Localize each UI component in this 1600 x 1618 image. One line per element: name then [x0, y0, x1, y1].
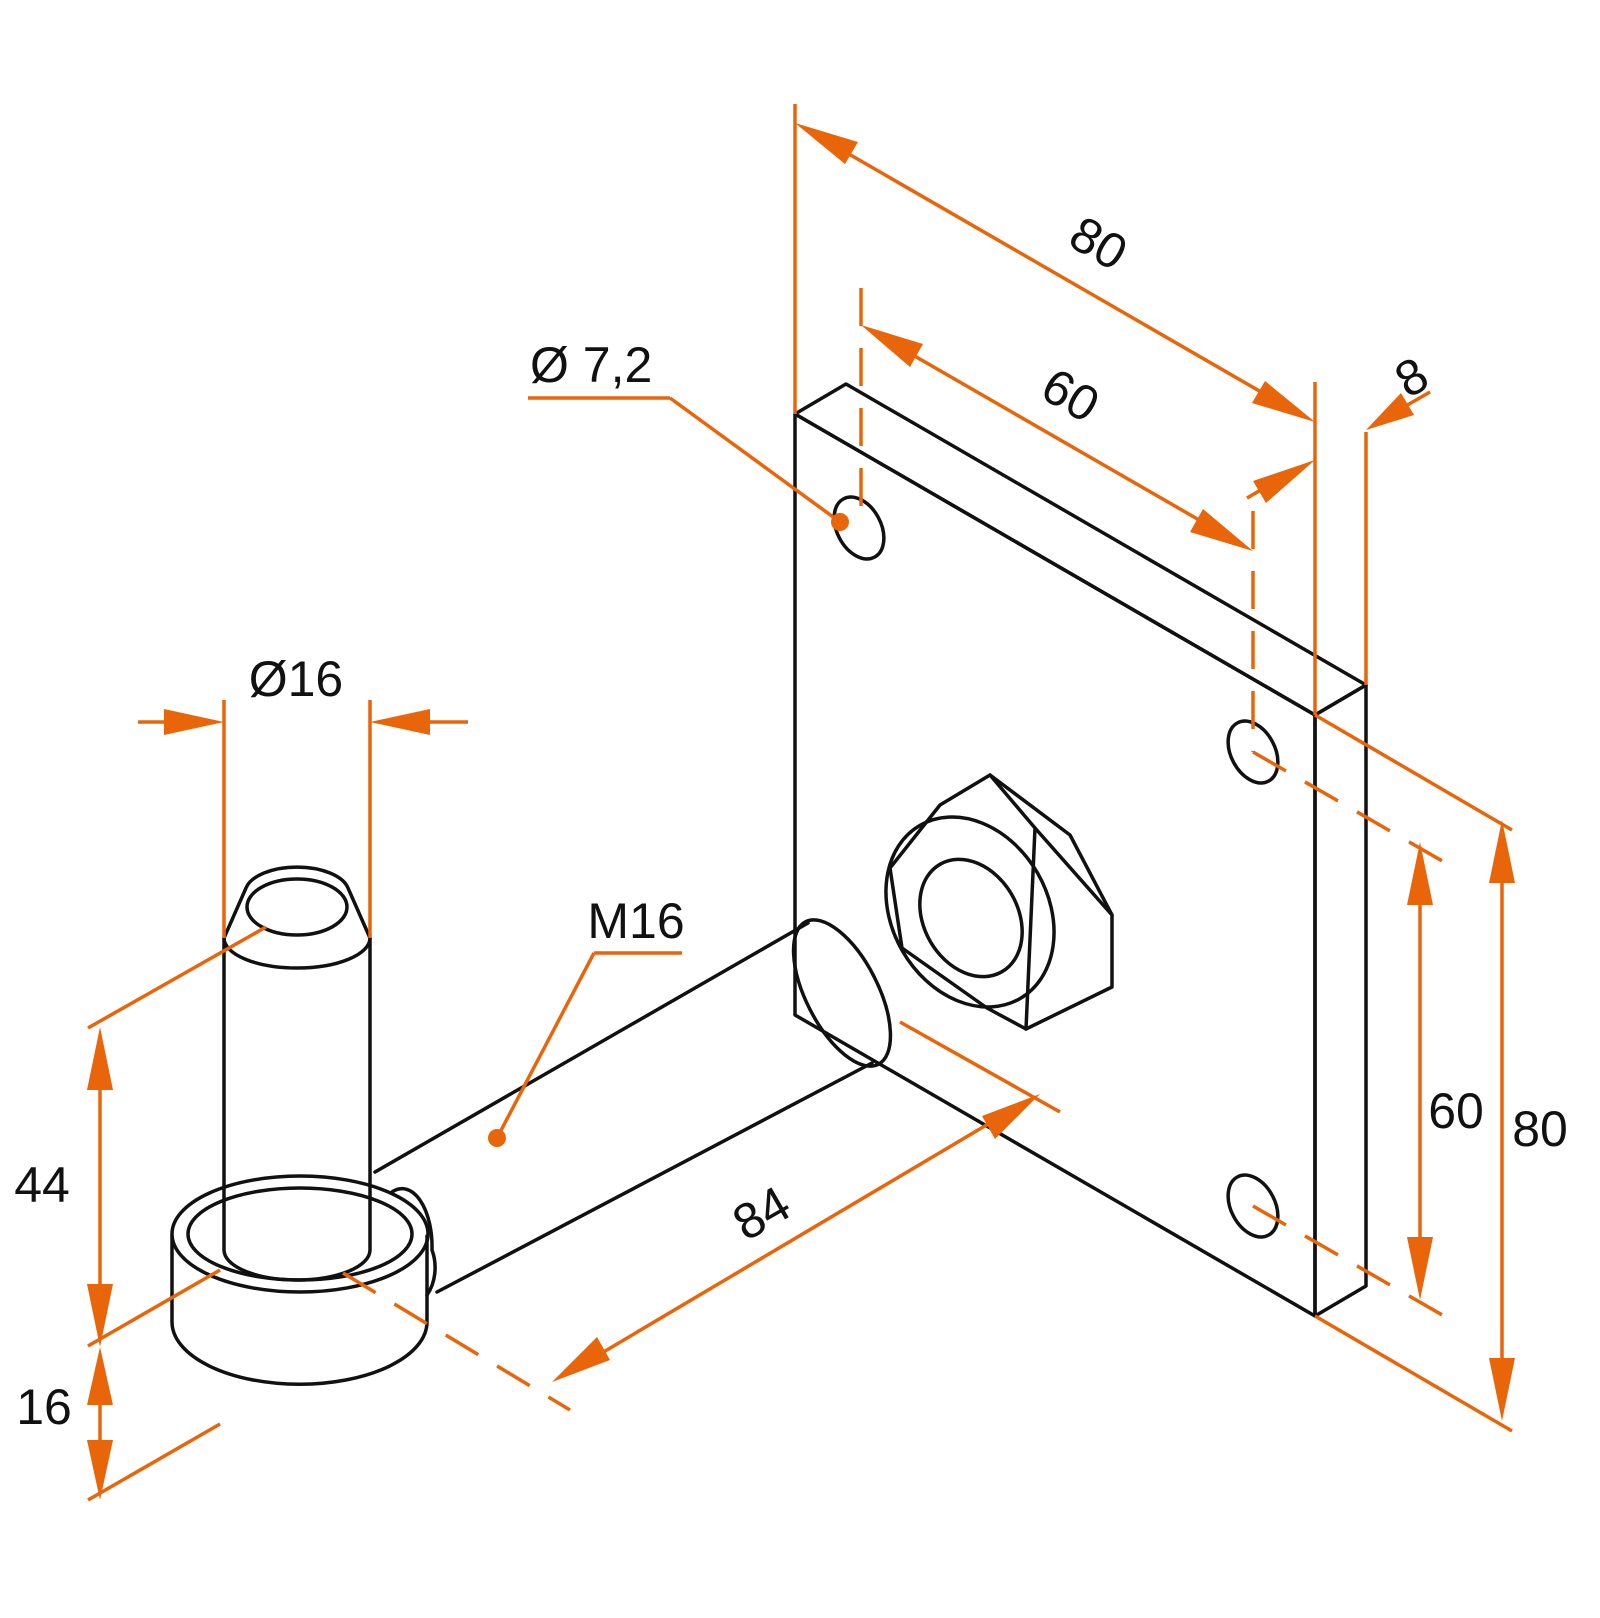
label-rod-length: 84 [723, 1175, 799, 1251]
label-plate-thickness: 8 [1385, 346, 1437, 408]
arrow-hole-v-bottom [1407, 1237, 1433, 1300]
dim-pin-diameter [138, 700, 468, 938]
dim-hole-diameter [528, 396, 849, 531]
ext-line-collar-bottom [87, 1422, 221, 1502]
arrow-rod-end [982, 1094, 1040, 1139]
plate-front-face [793, 412, 1317, 1318]
arrow-thickness-right [1366, 393, 1414, 430]
pin-shaft [222, 936, 372, 1282]
leader-dot-thread [488, 1129, 506, 1147]
wall-plate [793, 382, 1368, 1318]
hinge-pin [170, 865, 437, 1386]
collar-body [170, 1234, 429, 1386]
arrow-collar-height-top [87, 1347, 113, 1405]
plate-hole-right [1226, 719, 1280, 785]
arrow-pin-height-bottom [87, 1284, 113, 1347]
plate-side-face [1313, 683, 1368, 1318]
dim-line-plate-width [834, 144, 1276, 402]
arrow-plate-width-right [1252, 381, 1315, 422]
dim-thread [488, 951, 682, 1147]
label-thread: M16 [587, 893, 684, 949]
collar-top-inner [186, 1186, 414, 1282]
dim-rod-length [342, 1020, 1061, 1412]
dim-hole-spacing-h [859, 288, 1255, 752]
label-hole-diameter: Ø 7,2 [530, 337, 652, 393]
ext-line-rod-end [899, 1020, 1061, 1114]
arrow-hole-spacing-left [861, 325, 923, 367]
ext-line-plate-bottom-right [1314, 1314, 1513, 1433]
leader-dot-hole [831, 513, 849, 531]
dim-pin-heights [87, 925, 267, 1502]
collar-top [170, 1174, 430, 1294]
arrow-pin-height-top [87, 1027, 113, 1090]
pin-chamfer [222, 865, 372, 970]
arrow-hole-v-top [1407, 842, 1433, 905]
ext-line-collar-top [87, 1268, 221, 1348]
label-pin-height: 44 [14, 1157, 70, 1213]
ext-line-pin-top [87, 925, 267, 1030]
collar-lug [390, 1186, 437, 1297]
ext-line-hole-upper-right [1252, 750, 1445, 864]
plate-hole-top-left [832, 495, 886, 561]
label-plate-width: 80 [1060, 205, 1136, 281]
arrow-plate-height-top [1489, 820, 1515, 883]
leader-line-hole [668, 396, 842, 524]
hex-nut-edges [988, 773, 1114, 917]
label-plate-height: 80 [1512, 1101, 1568, 1157]
hex-nut-bore [918, 857, 1024, 979]
arrow-thickness-left [1253, 460, 1315, 503]
hex-nut [884, 773, 1114, 1031]
ext-line-hole-lower-right [1252, 1204, 1445, 1318]
arrow-pin-left [164, 709, 224, 735]
arrow-rod-start [552, 1337, 610, 1382]
dim-line-rod-length [589, 1115, 1001, 1362]
ext-line-plate-top-right [1314, 713, 1513, 832]
dim-plate-width [793, 104, 1317, 715]
rod-end [791, 918, 893, 1068]
rod-top-edge [373, 921, 810, 1174]
arrow-pin-right [370, 709, 430, 735]
arrow-plate-height-bottom [1489, 1358, 1515, 1421]
threaded-rod [373, 918, 893, 1294]
arrow-hole-spacing-right [1190, 509, 1253, 551]
label-collar-height: 16 [16, 1379, 72, 1435]
label-hole-spacing-h: 60 [1032, 357, 1108, 433]
hex-nut-front [888, 773, 1114, 1031]
arrow-plate-width-left [795, 123, 858, 164]
dim-plate-vertical [1252, 713, 1515, 1433]
leader-line-thread [495, 952, 596, 1139]
plate-hole-bottom-right [1226, 1173, 1280, 1239]
label-hole-spacing-v: 60 [1428, 1083, 1484, 1139]
hex-nut-outer-ring [884, 815, 1056, 1009]
label-pin-diameter: Ø16 [249, 651, 344, 707]
arrow-collar-height-bottom [87, 1440, 113, 1500]
pin-top-face [245, 877, 349, 937]
ext-line-rod-start [342, 1271, 571, 1412]
rod-bottom-edge [435, 1061, 874, 1294]
dim-plate-thickness [1246, 390, 1431, 685]
dim-line-hole-spacing-h [898, 345, 1214, 530]
